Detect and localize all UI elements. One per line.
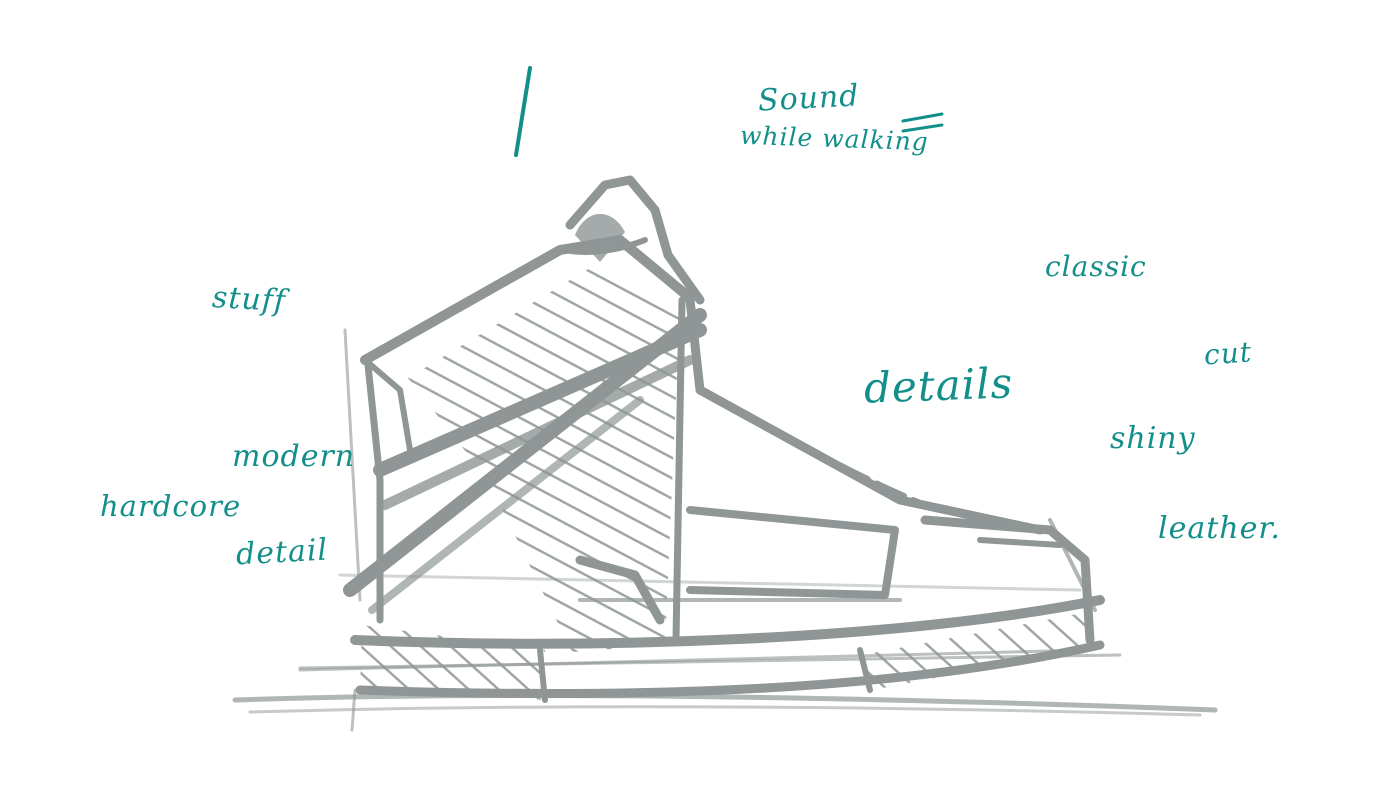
annotation-modern: modern xyxy=(232,439,356,474)
annotation-cut: cut xyxy=(1202,335,1254,372)
pencil-mark xyxy=(514,66,532,157)
annotation-details: details xyxy=(863,358,1014,413)
equals-mark xyxy=(901,112,944,133)
annotation-leather: leather. xyxy=(1158,511,1281,546)
annotation-sound: Sound xyxy=(757,78,861,119)
annotation-classic: classic xyxy=(1045,250,1147,283)
hatched-regions xyxy=(360,213,1092,700)
annotation-hardcore: hardcore xyxy=(100,489,242,523)
shoe-outline xyxy=(298,175,1105,732)
annotation-detail: detail xyxy=(235,532,329,573)
annotation-shiny: shiny xyxy=(1110,421,1196,456)
annotation-while-walking: while walking xyxy=(739,120,930,157)
annotation-stuff: stuff xyxy=(211,280,287,319)
